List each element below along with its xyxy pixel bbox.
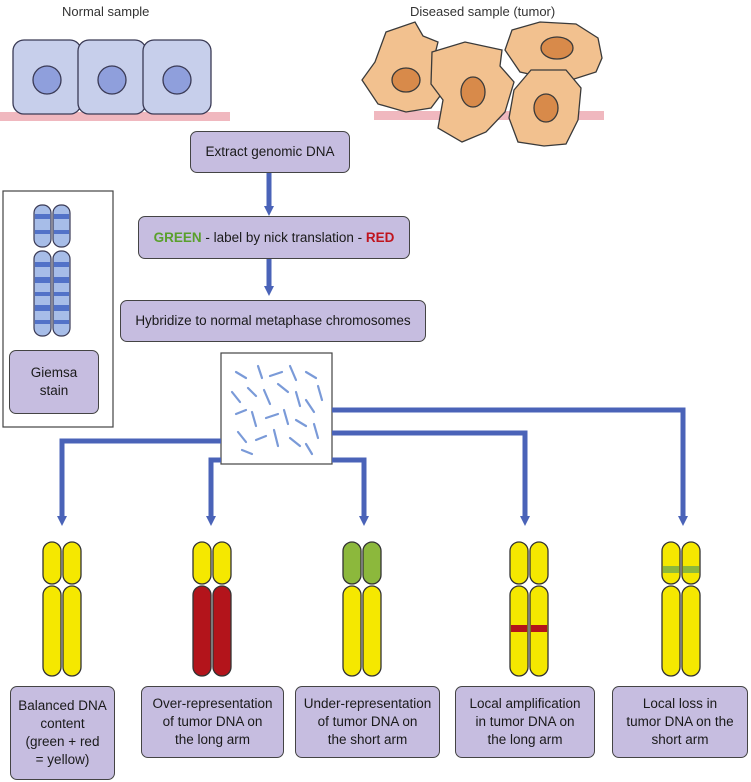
extract-dna-label: Extract genomic DNA	[205, 144, 335, 160]
chromosome-local-loss	[661, 541, 701, 677]
green-label: GREEN	[153, 229, 202, 245]
chromosome-local-amplification	[509, 541, 549, 677]
normal-membrane	[0, 112, 230, 121]
outcome-balanced-label: Balanced DNA content (green + red = yell…	[18, 698, 107, 767]
distribution-arrows	[57, 407, 688, 526]
normal-sample-label: Normal sample	[62, 4, 150, 19]
chromosome-under-representation	[342, 541, 382, 677]
outcome-local-amplification: Local amplification in tumor DNA on the …	[455, 686, 595, 758]
hybridize-step: Hybridize to normal metaphase chromosome…	[120, 300, 426, 342]
outcome-under-representation-label: Under-representation of tumor DNA on the…	[303, 696, 432, 747]
metaphase-spread	[220, 352, 333, 465]
outcome-over-representation-label: Over-representation of tumor DNA on the …	[152, 696, 273, 747]
metaphase-chromosomes	[230, 364, 324, 456]
giemsa-stain-label: Giemsa stain	[30, 365, 78, 398]
red-label: RED	[365, 229, 395, 245]
outcome-local-loss: Local loss in tumor DNA on the short arm	[612, 686, 748, 758]
outcome-balanced: Balanced DNA content (green + red = yell…	[10, 686, 115, 780]
labeling-step: GREEN - label by nick translation - RED	[138, 216, 410, 259]
outcome-under-representation: Under-representation of tumor DNA on the…	[295, 686, 440, 758]
giemsa-stain-box: Giemsa stain	[9, 350, 99, 414]
diseased-sample-label: Diseased sample (tumor)	[410, 4, 556, 19]
hybridize-label: Hybridize to normal metaphase chromosome…	[135, 313, 411, 329]
chromosome-over-representation	[192, 541, 232, 677]
chromosome-balanced	[42, 541, 82, 677]
extract-dna-step: Extract genomic DNA	[190, 131, 350, 173]
outcome-local-loss-label: Local loss in tumor DNA on the short arm	[626, 696, 734, 747]
giemsa-chromosome	[33, 204, 71, 337]
tumor-cells	[361, 21, 603, 147]
outcome-over-representation: Over-representation of tumor DNA on the …	[141, 686, 284, 758]
outcome-local-amplification-label: Local amplification in tumor DNA on the …	[469, 696, 581, 747]
nick-translation-label: - label by nick translation -	[201, 229, 366, 245]
normal-cells	[12, 39, 212, 115]
